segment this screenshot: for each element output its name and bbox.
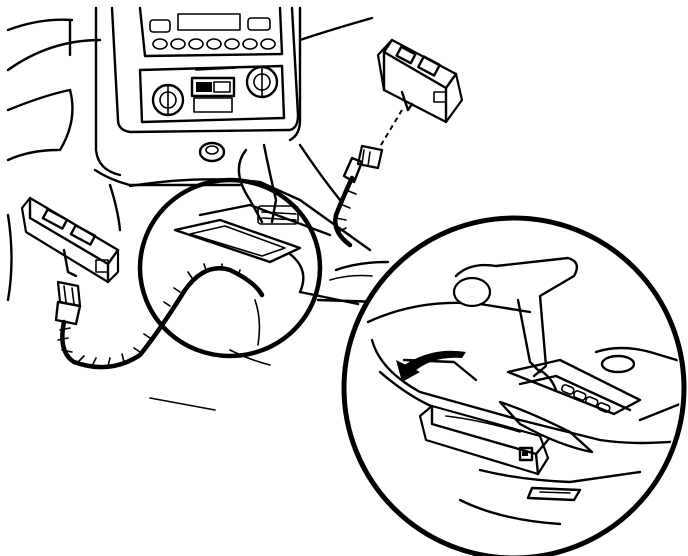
locator-circle bbox=[137, 177, 323, 359]
window-switch-assembly-right bbox=[376, 38, 464, 151]
center-console bbox=[128, 143, 372, 346]
preset-buttons bbox=[152, 38, 276, 50]
radio-head-unit bbox=[110, 6, 300, 134]
window-switch-detail bbox=[418, 404, 550, 476]
right-knob bbox=[245, 65, 279, 99]
shift-gate-indicators bbox=[561, 384, 611, 413]
connector-left bbox=[54, 280, 82, 326]
console-knob bbox=[198, 141, 226, 163]
connector-right bbox=[342, 144, 384, 184]
gear-shift-lever-detail bbox=[452, 256, 579, 392]
wiring-harness bbox=[57, 175, 390, 370]
climate-control-panel bbox=[138, 64, 286, 124]
gear-shift-lever bbox=[237, 143, 299, 225]
window-switch-assembly-left bbox=[20, 196, 120, 284]
left-knob bbox=[151, 83, 185, 117]
removal-arrow bbox=[396, 350, 466, 382]
magnified-console-detail bbox=[341, 215, 687, 556]
